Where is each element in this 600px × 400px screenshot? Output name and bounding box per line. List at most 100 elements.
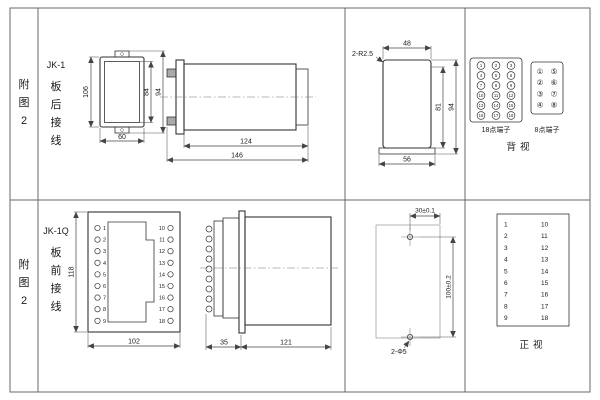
terminal-number: 9 <box>510 83 513 88</box>
terminal-number: 8 <box>504 303 508 310</box>
wiring-label-char: 板 <box>51 79 62 93</box>
dim-text: 100±0.2 <box>446 275 453 299</box>
terminal-number: 1 <box>103 226 106 232</box>
terminal-circle <box>491 101 501 110</box>
dim-text: 30±0.1 <box>415 208 435 215</box>
terminal-circle <box>205 275 213 283</box>
terminal-circle <box>506 61 516 70</box>
terminal-number: ④ <box>537 101 544 110</box>
terminal-circle <box>167 259 174 266</box>
dim-84: 84 <box>140 61 154 123</box>
row1-side-view: 124 146 <box>160 59 316 163</box>
dim-35: 35 <box>205 314 242 350</box>
dim-text: 35 <box>220 340 228 347</box>
terminal-circle <box>205 285 213 293</box>
terminal-block-8 <box>530 61 564 115</box>
panel-outline <box>375 224 441 339</box>
terminal-circle <box>94 271 101 278</box>
dim-text: 94 <box>156 88 163 96</box>
radius-note: 2-R2.5 <box>352 51 373 58</box>
relay-body <box>244 216 332 326</box>
dim-text: 102 <box>128 339 140 346</box>
terminal-number: 16 <box>541 292 549 299</box>
terminal-circle <box>167 248 174 255</box>
terminal-circle <box>94 259 101 266</box>
terminal-block-18 <box>469 57 523 123</box>
terminal-circle <box>167 294 174 301</box>
terminal-circle <box>94 282 101 290</box>
dim-124: 124 <box>183 126 309 149</box>
terminal-number: 6 <box>510 73 513 78</box>
terminal-number: 13 <box>159 261 165 267</box>
terminal-number: 17 <box>494 113 499 118</box>
terminal-circle <box>94 236 101 243</box>
terminal-number: 5 <box>495 73 498 78</box>
terminal-circle <box>205 225 213 233</box>
terminal-number: 4 <box>504 257 508 264</box>
cutout-outline <box>382 59 432 149</box>
dim-text: 56 <box>403 157 411 164</box>
terminal-circle <box>476 81 486 90</box>
wiring-label-char: 接 <box>51 282 62 295</box>
terminal-18-caption: 18点端子 <box>482 125 511 134</box>
terminal-number: 4 <box>103 261 106 267</box>
terminal-number: 9 <box>103 319 106 325</box>
dim-118: 118 <box>69 211 87 333</box>
terminal-circle <box>506 111 516 120</box>
terminal-circle <box>506 81 516 90</box>
terminal-circle <box>491 81 501 90</box>
wiring-label-char: 后 <box>51 98 62 111</box>
dim-48: 48 <box>382 41 432 59</box>
terminal-number: 5 <box>103 272 106 278</box>
terminal-number: ⑧ <box>551 101 558 110</box>
fig-label-char: 图 <box>19 96 30 109</box>
dim-text: 81 <box>436 103 443 111</box>
fig-label-char: 图 <box>19 276 30 289</box>
terminal-circle <box>205 265 213 273</box>
terminal-circle <box>94 317 101 324</box>
wiring-label-char: 接 <box>51 116 62 129</box>
terminal-number: 14 <box>541 268 549 275</box>
terminal-number: 7 <box>504 292 508 299</box>
terminal-number: 5 <box>504 268 508 275</box>
screw-mark <box>120 52 124 56</box>
terminal-plate <box>213 220 224 317</box>
terminal-number: 12 <box>509 93 514 98</box>
terminal-circle <box>167 282 174 290</box>
terminal-number: 14 <box>159 272 165 278</box>
terminal-circle <box>205 305 213 313</box>
dim-text: 124 <box>240 139 252 146</box>
dim-121: 121 <box>240 327 332 350</box>
terminal-circle <box>205 295 213 303</box>
hole-note: 2-Φ5 <box>391 349 407 356</box>
terminal-number: 1 <box>480 63 483 68</box>
radius-leader <box>375 56 384 63</box>
dim-text: 60 <box>118 134 126 141</box>
dim-60: 60 <box>99 128 145 144</box>
table-frame <box>9 7 591 393</box>
terminal-circle <box>167 306 174 313</box>
terminal-circle <box>167 317 174 324</box>
terminal-number: 12 <box>541 245 549 252</box>
terminal-circle <box>167 271 174 278</box>
terminal-number: 2 <box>504 233 508 240</box>
model-label: JK-1 <box>47 60 66 70</box>
terminal-number: 16 <box>479 113 484 118</box>
case-outline <box>87 211 181 333</box>
table-outline <box>496 213 570 327</box>
fig-label-char: 2 <box>21 295 27 307</box>
terminal-circle <box>506 101 516 110</box>
dim-94b: 94 <box>431 59 459 155</box>
terminal-number: ⑥ <box>551 78 558 87</box>
terminal-number: ③ <box>537 89 544 98</box>
terminal-circle <box>167 236 174 243</box>
terminal-number: 9 <box>504 315 508 322</box>
dim-56: 56 <box>378 155 436 167</box>
terminal-circle <box>476 111 486 120</box>
dim-100: 100±0.2 <box>419 236 456 338</box>
terminal-circle <box>167 224 174 232</box>
